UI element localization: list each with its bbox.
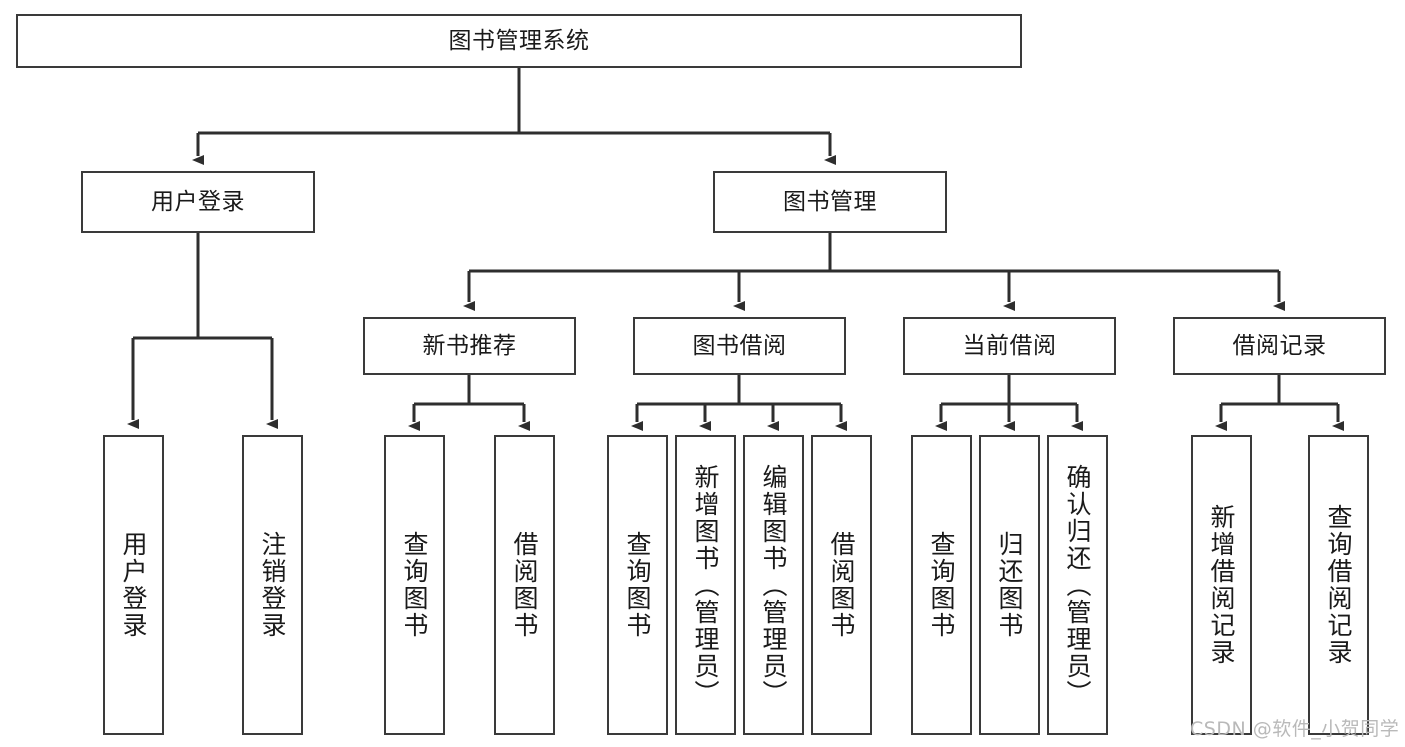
node-root[interactable]: 图书管理系统 — [16, 14, 1022, 68]
node-leaf-query-book-2-label: 查询图书 — [623, 531, 652, 639]
node-leaf-add-book-label: 新增图书（管理员） — [691, 464, 720, 707]
node-book-borrow-label: 图书借阅 — [692, 332, 787, 359]
node-leaf-query-record[interactable]: 查询借阅记录 — [1308, 435, 1369, 735]
node-borrow-record[interactable]: 借阅记录 — [1173, 317, 1386, 375]
node-user-login-label: 用户登录 — [151, 188, 245, 215]
node-book-borrow[interactable]: 图书借阅 — [633, 317, 846, 375]
node-leaf-add-record[interactable]: 新增借阅记录 — [1191, 435, 1252, 735]
node-new-book-rec-label: 新书推荐 — [422, 332, 517, 359]
node-leaf-return-book-label: 归还图书 — [995, 531, 1024, 639]
node-borrow-record-label: 借阅记录 — [1232, 332, 1327, 359]
node-leaf-borrow-book-2-label: 借阅图书 — [827, 531, 856, 639]
node-leaf-query-book-3[interactable]: 查询图书 — [911, 435, 972, 735]
node-leaf-borrow-book-1-label: 借阅图书 — [510, 531, 539, 639]
node-leaf-query-book-1-label: 查询图书 — [400, 531, 429, 639]
node-current-borrow-label: 当前借阅 — [962, 332, 1057, 359]
node-leaf-confirm-return[interactable]: 确认归还（管理员） — [1047, 435, 1108, 735]
node-leaf-borrow-book-1[interactable]: 借阅图书 — [494, 435, 555, 735]
node-leaf-edit-book[interactable]: 编辑图书（管理员） — [743, 435, 804, 735]
node-leaf-user-logout[interactable]: 注销登录 — [242, 435, 303, 735]
node-current-borrow[interactable]: 当前借阅 — [903, 317, 1116, 375]
node-leaf-add-record-label: 新增借阅记录 — [1207, 504, 1236, 666]
node-leaf-user-login-label: 用户登录 — [119, 531, 148, 639]
node-new-book-rec[interactable]: 新书推荐 — [363, 317, 576, 375]
watermark-text: CSDN @软件_小贺同学 — [1190, 718, 1400, 740]
node-user-login[interactable]: 用户登录 — [81, 171, 315, 233]
node-leaf-edit-book-label: 编辑图书（管理员） — [759, 464, 788, 707]
node-leaf-query-record-label: 查询借阅记录 — [1324, 504, 1353, 666]
node-book-manage-label: 图书管理 — [783, 188, 877, 215]
node-leaf-query-book-1[interactable]: 查询图书 — [384, 435, 445, 735]
node-leaf-return-book[interactable]: 归还图书 — [979, 435, 1040, 735]
node-root-label: 图书管理系统 — [448, 27, 590, 54]
node-leaf-borrow-book-2[interactable]: 借阅图书 — [811, 435, 872, 735]
node-leaf-add-book[interactable]: 新增图书（管理员） — [675, 435, 736, 735]
node-leaf-query-book-2[interactable]: 查询图书 — [607, 435, 668, 735]
node-leaf-user-login[interactable]: 用户登录 — [103, 435, 164, 735]
node-leaf-user-logout-label: 注销登录 — [258, 531, 287, 639]
node-leaf-query-book-3-label: 查询图书 — [927, 531, 956, 639]
node-book-manage[interactable]: 图书管理 — [713, 171, 947, 233]
node-leaf-confirm-return-label: 确认归还（管理员） — [1063, 464, 1092, 707]
